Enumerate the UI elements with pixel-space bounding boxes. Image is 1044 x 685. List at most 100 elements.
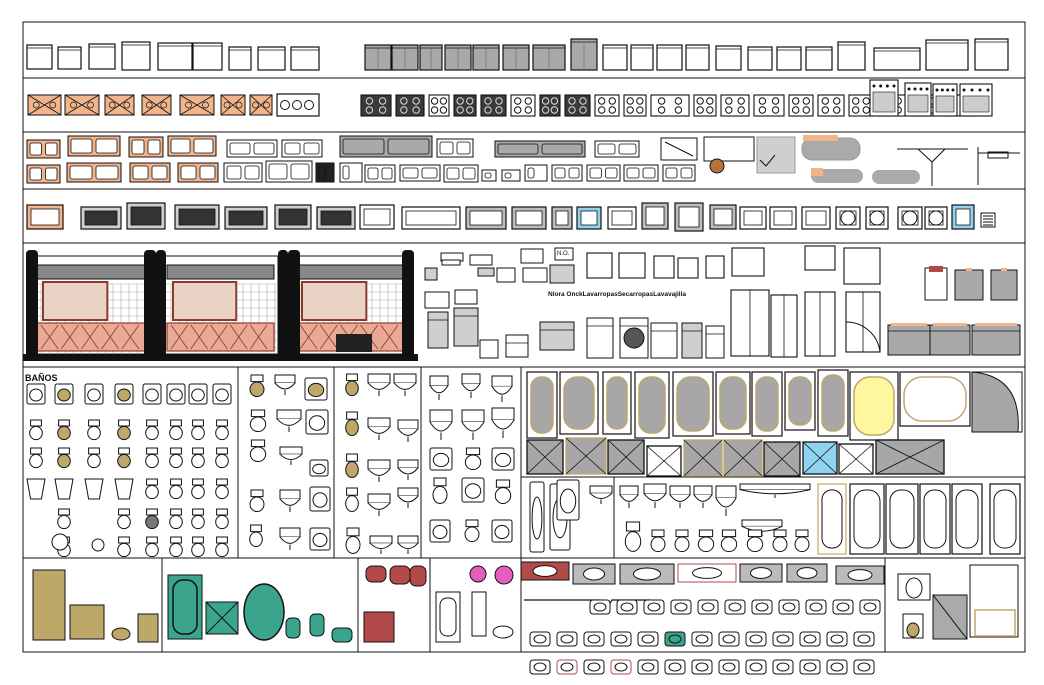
appliance-icon <box>477 267 495 277</box>
appliance-icon <box>650 322 678 359</box>
column-icon <box>144 250 156 358</box>
row-cooktops <box>27 79 993 117</box>
washbasin-icon <box>309 459 329 477</box>
cabinet-icon <box>837 41 866 71</box>
bathtub-icon <box>849 371 899 441</box>
toilet-icon <box>169 508 183 530</box>
appliance-icon <box>804 291 836 357</box>
toilet-icon <box>215 478 229 500</box>
appliance-icon <box>424 267 438 281</box>
oven-icon <box>359 204 395 230</box>
elev-icon <box>693 485 713 508</box>
bathtub-icon <box>989 483 1021 555</box>
bathtub-icon <box>899 371 971 427</box>
washbasin-icon <box>778 599 800 615</box>
toilet-icon <box>215 419 229 441</box>
bidet-icon <box>84 478 104 500</box>
elev-icon <box>397 535 419 554</box>
cabinet-icon <box>954 268 984 301</box>
cooktop-icon <box>788 94 814 117</box>
cooktop-icon <box>564 94 591 117</box>
cooktop-icon <box>220 94 246 116</box>
toilet-icon <box>117 419 131 441</box>
washbasin-icon <box>799 631 821 647</box>
washbasin-icon <box>859 599 881 615</box>
washbasin-icon <box>745 659 767 675</box>
bathtub-icon <box>971 371 1023 433</box>
washbasin-icon <box>114 383 134 405</box>
toilet-icon <box>409 565 427 587</box>
toilet-icon <box>249 489 265 513</box>
cooktop-icon <box>720 94 750 117</box>
oven-icon <box>924 206 948 230</box>
toilet-icon <box>345 527 361 554</box>
toilet-icon <box>145 508 159 530</box>
oven-icon <box>576 206 602 230</box>
oven-icon <box>674 202 704 232</box>
oven-icon <box>769 206 797 230</box>
sink-icon <box>586 164 621 182</box>
sink-icon <box>26 164 61 184</box>
cabinet-icon <box>444 44 472 71</box>
toilet-icon <box>674 529 690 553</box>
appliance-icon <box>770 294 798 358</box>
appliance-icon <box>479 339 499 359</box>
elev-icon <box>669 485 691 508</box>
toilet-icon <box>897 573 931 601</box>
bathtub-icon <box>817 483 847 555</box>
bathtub-icon <box>602 371 632 435</box>
sink-icon <box>67 135 121 157</box>
washbasin-icon <box>637 631 659 647</box>
washbasin-icon <box>724 599 746 615</box>
bathtub-icon <box>715 371 751 435</box>
toilet-icon <box>345 453 359 479</box>
bathtub-icon <box>885 483 919 555</box>
bidet-icon <box>114 478 134 500</box>
sink-icon <box>662 164 696 182</box>
appliance-icon <box>539 321 575 351</box>
cabinet-icon <box>971 323 1021 356</box>
appliance-icon <box>453 307 479 347</box>
appliance-icon <box>522 267 548 283</box>
sink-icon <box>594 140 640 158</box>
toilet-icon <box>29 419 43 441</box>
cooktop-icon <box>179 94 215 116</box>
shower-icon <box>205 601 239 635</box>
washbasin-icon <box>805 599 827 615</box>
toilet-icon <box>191 508 205 530</box>
cabinet-icon <box>929 323 971 356</box>
cabinet-icon <box>805 46 833 71</box>
washbasin-icon <box>188 383 208 405</box>
bathtub-icon <box>69 604 105 640</box>
washbasin-icon <box>826 631 848 647</box>
oven-icon <box>709 204 737 230</box>
sink-icon <box>436 138 474 158</box>
washbasin-icon <box>529 481 545 553</box>
appliance-icon <box>618 252 646 279</box>
oven-icon <box>869 79 899 117</box>
appliance-icon <box>653 255 675 279</box>
oven-icon <box>224 206 268 230</box>
shower-icon <box>683 439 723 477</box>
appliance-icon <box>520 248 544 264</box>
cooktop-icon <box>510 94 536 117</box>
sink-icon <box>703 136 755 174</box>
washbasin-icon <box>572 563 616 585</box>
bathtub-icon <box>243 583 285 641</box>
cabinet-icon <box>747 46 773 71</box>
washbasin-icon <box>835 565 885 585</box>
toilet-icon <box>191 419 205 441</box>
toilet-icon <box>87 447 101 469</box>
column-icon <box>26 250 38 358</box>
washbasin-icon <box>718 659 740 675</box>
oven-icon <box>465 206 507 230</box>
elev-icon <box>276 409 302 432</box>
toilet-icon <box>145 536 159 558</box>
oven-icon <box>835 206 861 230</box>
washbasin-icon <box>745 631 767 647</box>
elev-icon <box>367 459 391 482</box>
row-colored-fixtures <box>32 561 1019 675</box>
row-bathroom-fixtures <box>26 369 1023 558</box>
washbasin-icon <box>491 447 515 471</box>
cabinet-icon <box>685 44 710 71</box>
